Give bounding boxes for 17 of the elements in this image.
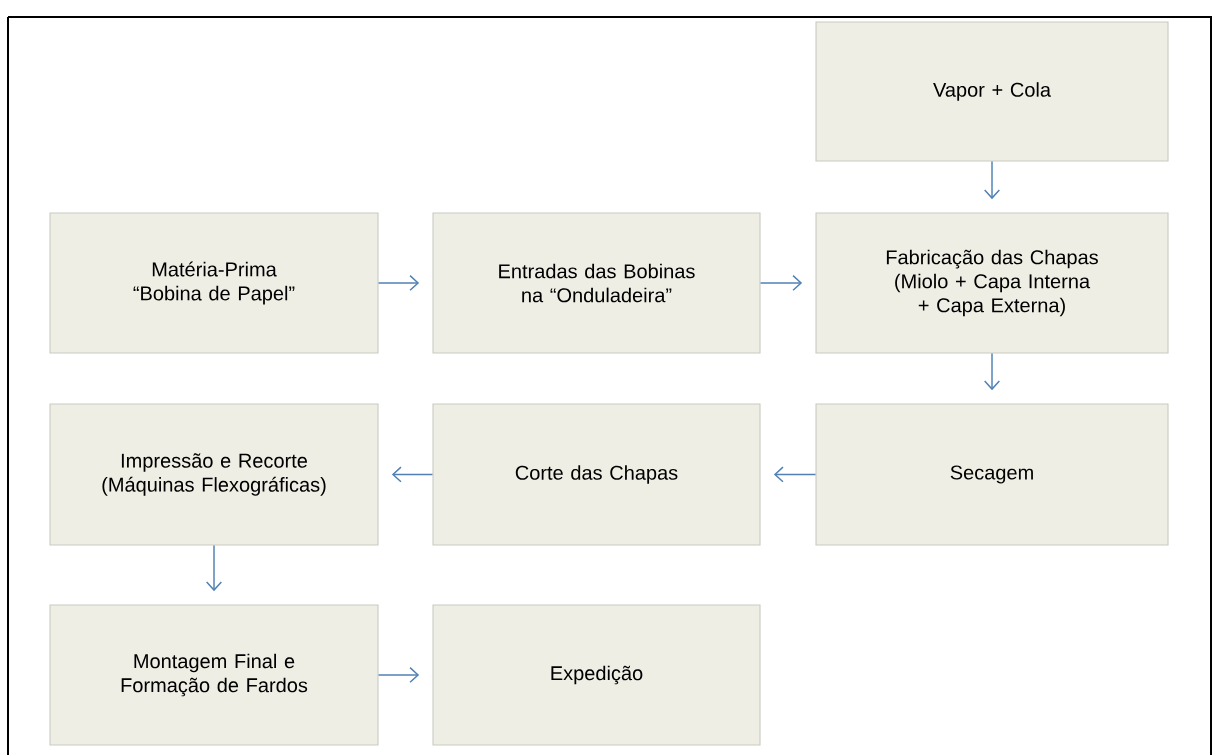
process-box: Vapor + Cola [815,21,1169,162]
arrow [205,544,223,592]
arrow [377,274,420,292]
process-box: Entradas das Bobinas na “Onduladeira” [432,212,761,354]
arrow [983,352,1001,391]
process-box: Secagem [815,403,1169,546]
arrow [983,160,1001,200]
arrow [759,274,803,292]
process-box: Corte das Chapas [432,403,761,546]
arrow [391,466,434,483]
process-box: Montagem Final e Formação de Fardos [49,604,379,746]
process-box: Matéria-Prima “Bobina de Papel” [49,212,379,354]
process-box: Impressão e Recorte (Máquinas Flexográficas) [49,403,379,546]
arrow [773,466,817,483]
arrow [377,666,420,684]
process-box: Fabricação das Chapas (Miolo + Capa Interna + Capa Externa) [815,212,1169,354]
process-box: Expedição [432,604,761,746]
